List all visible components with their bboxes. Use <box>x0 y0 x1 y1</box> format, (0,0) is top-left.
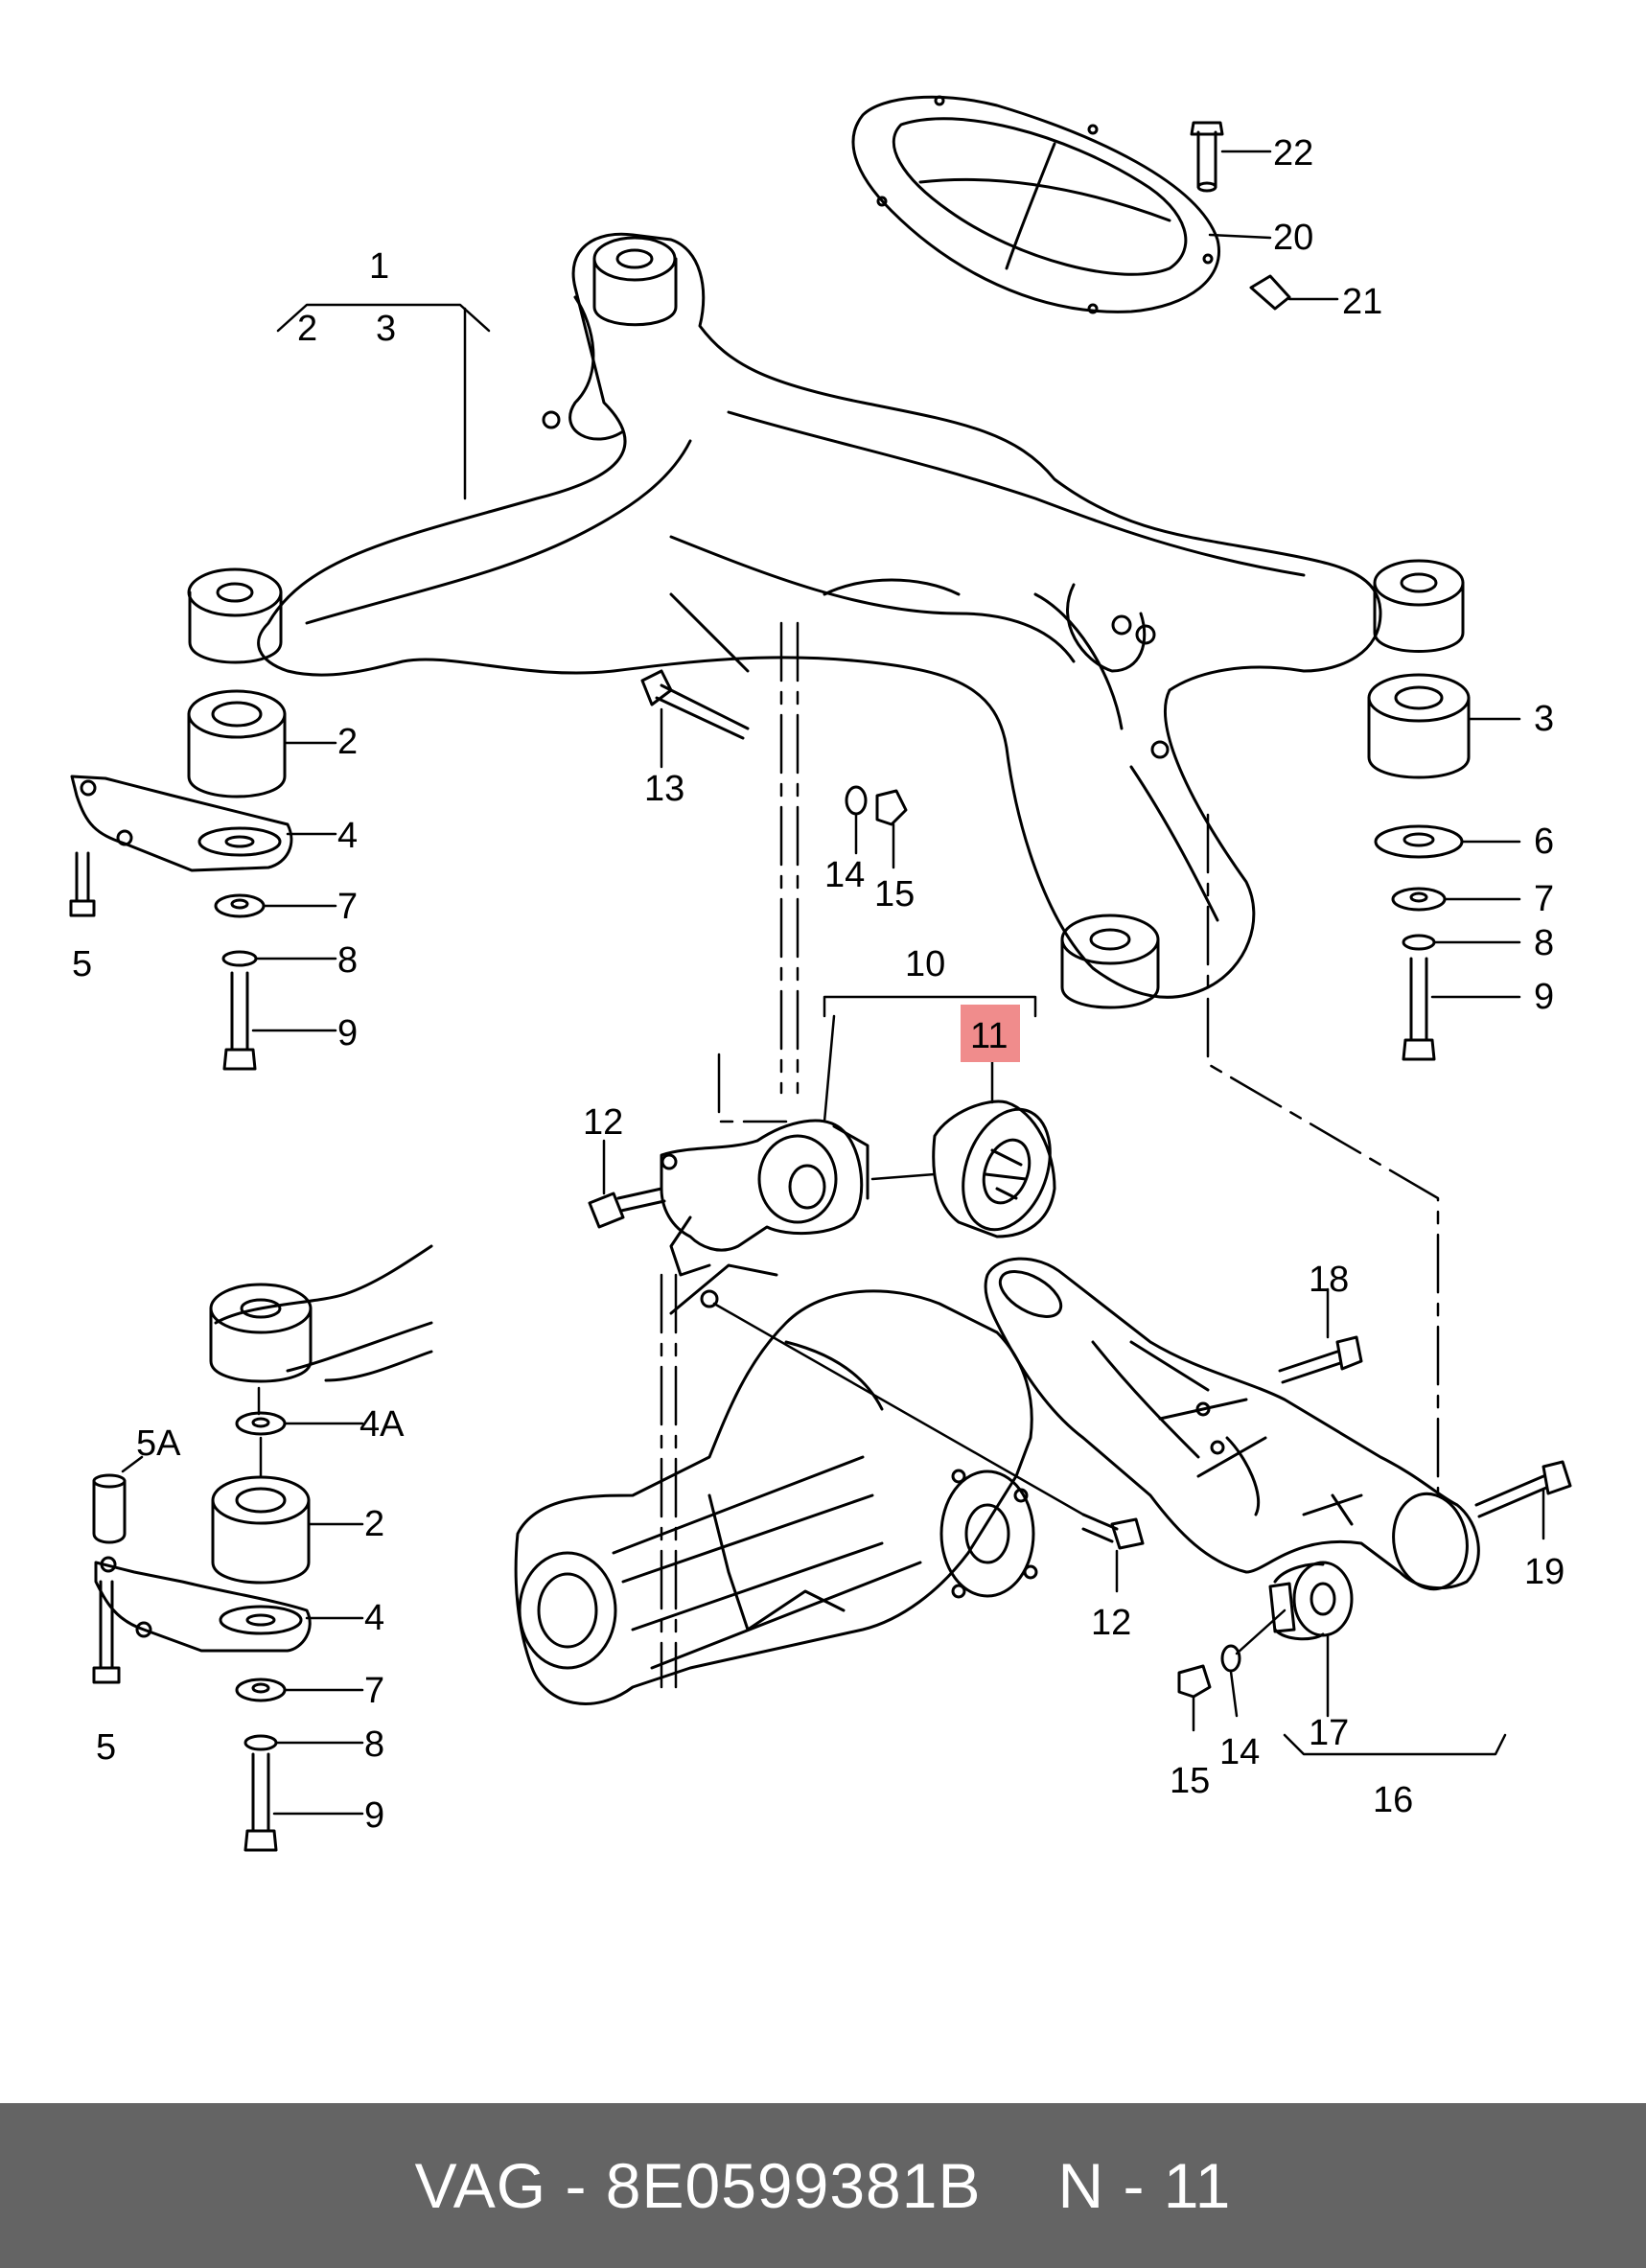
subframe-mount-right <box>1373 559 1465 653</box>
callout-8: 8 <box>1534 923 1554 963</box>
differential-housing <box>514 1263 1085 1705</box>
parts-diagram: 1 2 3 2 3 4 5 6 7 7 8 8 9 9 10 11 12 12 … <box>69 95 1572 1852</box>
callout-21: 21 <box>1342 282 1382 322</box>
washer-14-top <box>845 785 868 855</box>
bolt-12-top <box>588 1139 666 1229</box>
callout-20: 20 <box>1273 218 1313 258</box>
spacer-5A <box>92 1455 144 1544</box>
bushing-11 <box>870 1099 1056 1238</box>
lockwasher-8-right <box>1402 934 1521 951</box>
highlight-box <box>961 1005 1020 1062</box>
callout-12: 12 <box>583 1102 623 1143</box>
callout-14: 14 <box>824 855 865 895</box>
callout-4: 4 <box>364 1598 384 1638</box>
bolt-13 <box>640 669 750 769</box>
bracket-4-lower <box>94 1556 364 1653</box>
callout-8: 8 <box>337 940 358 981</box>
bushing-17 <box>1268 1561 1354 1718</box>
washer-7-lower <box>235 1678 364 1702</box>
bolt-19 <box>1474 1460 1572 1540</box>
washer-7-left <box>214 893 337 918</box>
callout-7: 7 <box>1534 879 1554 919</box>
callout-22: 22 <box>1273 133 1313 174</box>
bolt-5-lower <box>92 1580 121 1684</box>
callout-2: 2 <box>364 1504 384 1544</box>
bolt-9-left <box>222 971 337 1071</box>
callout-1: 1 <box>369 246 389 287</box>
bracket-4-left <box>70 775 337 872</box>
subframe <box>257 232 1382 999</box>
callout-2: 2 <box>337 722 358 762</box>
gearbox-bracket-10 <box>660 1119 869 1277</box>
callout-14: 14 <box>1219 1732 1260 1772</box>
callout-5A: 5A <box>136 1423 181 1464</box>
nut-15-top <box>875 789 908 869</box>
bushing-2-lower <box>211 1436 364 1585</box>
callout-2: 2 <box>297 309 317 349</box>
callout-19: 19 <box>1524 1552 1565 1592</box>
callout-15: 15 <box>874 874 915 914</box>
position-number: N - 11 <box>1057 2150 1232 2221</box>
washer-4A <box>235 1411 364 1436</box>
callout-12: 12 <box>1091 1603 1131 1643</box>
washer-14-bottom <box>1220 1644 1241 1718</box>
bushing-3-right <box>1367 673 1521 779</box>
bolt-5-left <box>69 851 96 917</box>
subframe-variant-lower <box>209 1244 433 1416</box>
subframe-mount-bottom <box>1060 914 1160 1009</box>
clip-21 <box>1249 274 1339 311</box>
callout-3: 3 <box>376 309 396 349</box>
bolt-18 <box>1278 1287 1363 1384</box>
lockwasher-8-left <box>221 950 337 967</box>
callout-16: 16 <box>1373 1780 1413 1820</box>
washer-7-right <box>1391 887 1521 912</box>
subframe-mount-top <box>592 236 678 327</box>
callout-6: 6 <box>1534 822 1554 862</box>
callout-4: 4 <box>337 816 358 856</box>
bushing-2-left <box>187 689 337 798</box>
callout-3: 3 <box>1534 699 1554 739</box>
callout-labels: 1 2 3 2 3 4 5 6 7 7 8 8 9 9 10 11 12 12 … <box>72 133 1565 1836</box>
callout-18: 18 <box>1309 1260 1349 1300</box>
part-number-banner: VAG - 8E0599381B N - 11 <box>0 2103 1646 2268</box>
callout-11: 11 <box>970 1016 1008 1056</box>
callout-7: 7 <box>364 1671 384 1711</box>
callout-5: 5 <box>72 944 92 984</box>
subframe-mount-left <box>187 567 283 664</box>
callout-13: 13 <box>644 769 684 809</box>
brand-part-number: VAG - 8E0599381B <box>414 2150 982 2221</box>
callout-7: 7 <box>337 887 358 927</box>
bolt-12-bottom <box>1081 1513 1145 1593</box>
bolt-22 <box>1190 121 1272 193</box>
lockwasher-8-lower <box>243 1734 364 1751</box>
washer-6-right <box>1374 824 1521 859</box>
nut-15-bottom <box>1177 1664 1212 1732</box>
callout-15: 15 <box>1170 1761 1210 1801</box>
callout-9: 9 <box>364 1795 384 1836</box>
callout-8: 8 <box>364 1724 384 1765</box>
callout-17: 17 <box>1309 1713 1349 1753</box>
callout-5: 5 <box>96 1727 116 1768</box>
callout-10: 10 <box>905 944 945 984</box>
callout-9: 9 <box>1534 977 1554 1017</box>
bolt-9-right <box>1402 957 1521 1061</box>
callout-4A: 4A <box>359 1404 405 1445</box>
bolt-9-lower <box>243 1752 364 1852</box>
heat-shield <box>851 95 1220 314</box>
crossmember-16 <box>984 1257 1480 1591</box>
callout-9: 9 <box>337 1013 358 1053</box>
